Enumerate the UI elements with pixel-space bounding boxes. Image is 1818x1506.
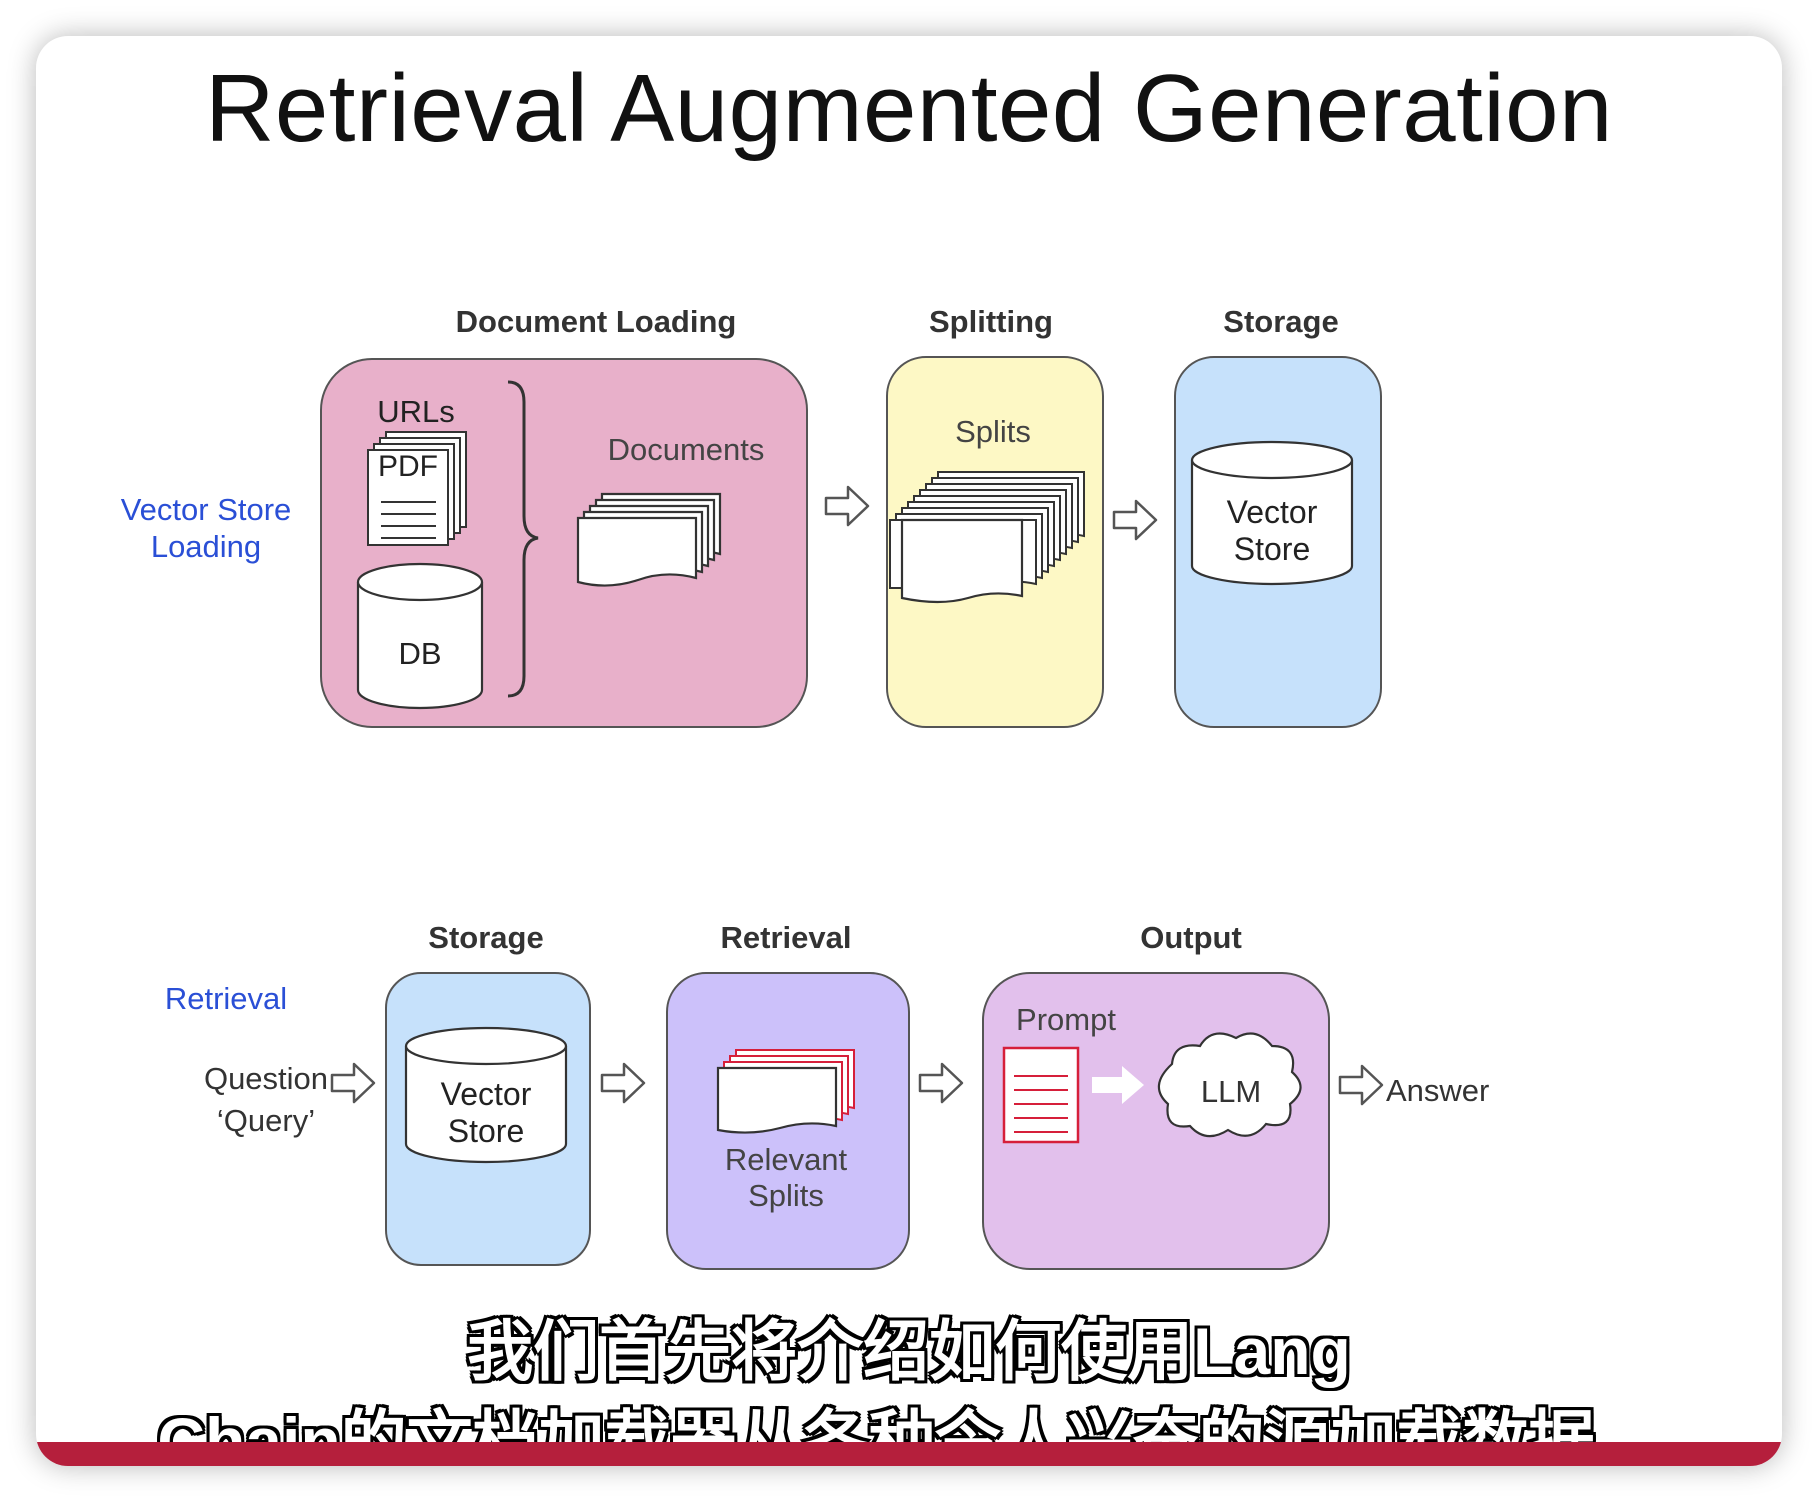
arrow-storage-to-retrieval (600, 1062, 646, 1104)
arrow-question-to-storage (330, 1062, 376, 1104)
storage-heading-bottom: Storage (428, 920, 544, 955)
relevant-splits-label: Relevant Splits (666, 1142, 906, 1213)
diagram-graphics (330, 380, 1384, 1164)
database-icon (356, 562, 484, 710)
subtitle-line-1: 我们首先将介绍如何使用Lang (467, 1314, 1351, 1388)
document-stack-icon (576, 492, 722, 587)
pdf-doc-icon (367, 449, 449, 546)
bottom-accent-bar (36, 1442, 1782, 1466)
prompt-label: Prompt (1016, 1002, 1116, 1037)
curly-brace-icon (507, 380, 539, 698)
vector-store-cylinder-icon (1190, 440, 1354, 586)
vector-store-top-label: Vector Store (1192, 494, 1352, 568)
arrow-output-to-answer (1338, 1064, 1384, 1106)
slide-title: Retrieval Augmented Generation (205, 55, 1613, 162)
documents-label: Documents (607, 432, 765, 467)
splitting-heading: Splitting (929, 304, 1053, 339)
question-query-label: Question ‘Query’ (166, 1058, 366, 1142)
arrow-splitting-to-storage (1112, 499, 1158, 541)
relevant-splits-icon (716, 1049, 855, 1134)
cloud-icon (1157, 1032, 1302, 1138)
prompt-doc-icon (1002, 1046, 1080, 1144)
retrieval-side-label: Retrieval (164, 981, 288, 1016)
vector-store-bottom-line-1: Vector (440, 1076, 532, 1112)
slide: Retrieval Augmented Generation Vector St… (36, 36, 1782, 1466)
vector-store-loading-label: Vector Store Loading (66, 491, 346, 565)
split-stack-icon (889, 471, 1085, 604)
splits-label: Splits (955, 414, 1031, 449)
vector-store-top-line-2: Store (1233, 530, 1311, 567)
white-arrow-icon (1092, 1066, 1144, 1104)
retrieval-heading: Retrieval (720, 920, 852, 955)
vector-store-top-line-1: Vector (1226, 494, 1318, 530)
llm-label: LLM (1200, 1074, 1262, 1109)
answer-label: Answer (1386, 1073, 1490, 1108)
query-line: ‘Query’ (216, 1102, 316, 1138)
vector-store-loading-line-2: Loading (150, 529, 262, 565)
vector-store-bottom-label: Vector Store (406, 1076, 566, 1150)
document-loading-heading: Document Loading (455, 304, 737, 339)
question-line: Question (203, 1061, 329, 1096)
vector-store-bottom-line-2: Store (447, 1112, 525, 1149)
storage-heading-top: Storage (1223, 304, 1339, 339)
pdf-label: PDF (378, 450, 438, 483)
vector-store-cylinder-bottom-icon (404, 1026, 568, 1164)
relevant-line: Relevant (724, 1142, 848, 1177)
urls-label: URLs (377, 394, 455, 429)
output-heading: Output (1140, 920, 1242, 955)
arrow-retrieval-to-output (918, 1062, 964, 1104)
db-label: DB (398, 636, 442, 671)
splits-line: Splits (748, 1177, 824, 1213)
arrow-loading-to-splitting (824, 485, 870, 527)
vector-store-loading-line-1: Vector Store (120, 492, 292, 527)
